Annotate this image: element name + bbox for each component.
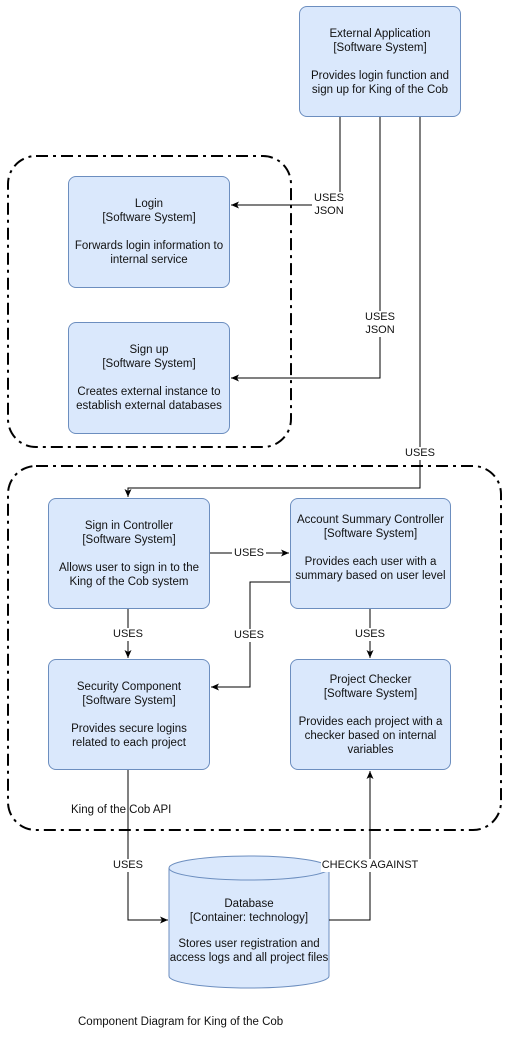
signin-controller-name: Sign in Controller (84, 519, 174, 532)
edge-label-security-database: USES (111, 859, 145, 872)
signup-box: Sign up [Software System] Creates extern… (68, 322, 230, 434)
account-summary-name: Account Summary Controller (297, 514, 444, 526)
edge-external-to-signup (231, 117, 381, 382)
project-checker-box: Project Checker [Software System] Provid… (290, 659, 451, 770)
edge-database-to-checker (329, 771, 374, 921)
security-component-type: [Software System] (82, 694, 176, 707)
edge-security-to-database (127, 770, 168, 924)
database-cylinder (168, 855, 330, 989)
project-checker-type: [Software System] (323, 687, 418, 700)
database-label: Database [Container: technology] Stores … (169, 897, 329, 965)
signin-controller-description: Allows user to sign in to the King of th… (59, 561, 199, 588)
edge-label-signin-security: USES (111, 628, 145, 641)
diagram-title: Component Diagram for King of the Cob (78, 1016, 284, 1028)
signup-type: [Software System] (102, 358, 196, 370)
project-checker-description: Provides each project with a checker bas… (298, 715, 443, 756)
signup-description: Creates external instance to establish e… (76, 386, 222, 412)
edge-external-to-signin (124, 117, 421, 497)
edge-label-account-checker: USES (353, 628, 387, 641)
external-application-description: Provides login function and sign up for … (310, 69, 450, 96)
edge-label-external-signin: USES (403, 447, 437, 460)
external-application-type: [Software System] (333, 41, 427, 54)
signin-controller-box: Sign in Controller [Software System] All… (48, 498, 210, 609)
login-box: Login [Software System] Forwards login i… (68, 176, 230, 288)
edge-label-external-login-line2: JSON (314, 205, 344, 217)
database-description: Stores user registration and access logs… (169, 938, 329, 964)
account-summary-box: Account Summary Controller [Software Sys… (290, 498, 451, 609)
security-component-description: Provides secure logins related to each p… (71, 722, 187, 749)
api-boundary (7, 465, 502, 831)
login-name: Login (134, 198, 164, 210)
login-type: [Software System] (102, 212, 196, 224)
boundary-label: King of the Cob API (71, 804, 172, 816)
database-name: Database (224, 898, 274, 910)
login-description: Forwards login information to internal s… (74, 240, 224, 266)
edge-label-account-security: USES (232, 629, 266, 642)
project-checker-name: Project Checker (329, 673, 412, 686)
security-component-box: Security Component [Software System] Pro… (48, 659, 210, 770)
signup-name: Sign up (129, 344, 169, 356)
edge-label-external-signup: USES JSON (363, 311, 397, 337)
security-component-name: Security Component (76, 680, 182, 693)
account-summary-type: [Software System] (323, 528, 418, 540)
account-summary-description: Provides each user with a summary based … (295, 556, 446, 582)
edge-label-signin-account: USES (232, 547, 266, 560)
edge-label-external-signup-line2: JSON (365, 324, 395, 336)
external-application-box: External Application [Software System] P… (299, 6, 461, 117)
edge-label-external-signup-line1: USES (365, 311, 395, 323)
database-type: [Container: technology] (189, 912, 309, 924)
external-application-name: External Application (329, 27, 431, 40)
edge-label-external-login-line1: USES (314, 192, 344, 204)
signin-controller-type: [Software System] (82, 533, 176, 546)
edge-label-external-login: USES JSON (312, 192, 346, 218)
edge-label-database-checker: CHECKS AGAINST (321, 859, 419, 872)
